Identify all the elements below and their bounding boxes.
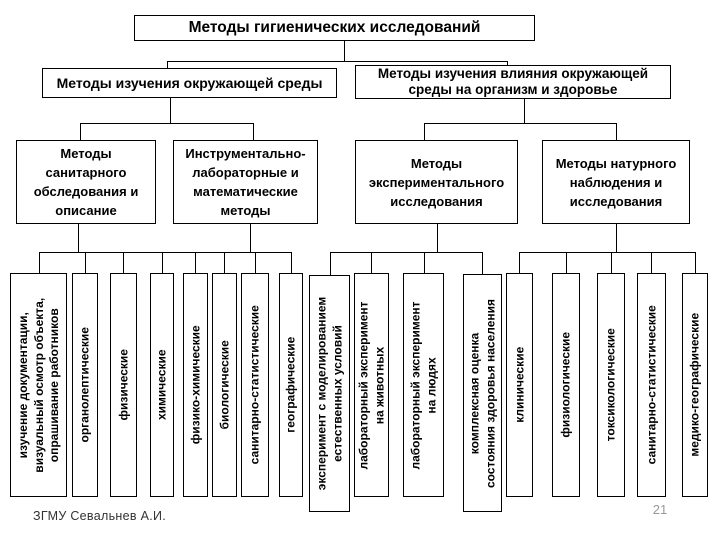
leaf-lab-experiment-animals: лабораторный эксперимент на животных	[354, 273, 389, 497]
connector-line	[330, 252, 331, 275]
node-environment-study-label: Методы изучения окружающей среды	[56, 75, 323, 91]
footer-author: ЗГМУ Севальнев А.И.	[33, 509, 167, 523]
connector-line	[253, 123, 254, 140]
leaf-documentation-review-label: изучение документации, визуальный осмотр…	[15, 297, 61, 473]
leaf-physicochemical: физико-химические	[183, 273, 208, 497]
connector-line	[39, 252, 40, 273]
node-experimental-research-label: Методы экспериментального исследования	[368, 155, 505, 209]
connector-line	[519, 252, 696, 253]
leaf-clinical-label: клинические	[511, 347, 526, 423]
node-environment-study: Методы изучения окружающей среды	[42, 68, 337, 98]
leaf-lab-experiment-humans: лабораторный эксперимент на людях	[403, 273, 444, 497]
leaf-chemical: химические	[150, 273, 174, 497]
connector-line	[330, 252, 483, 253]
leaf-physicochemical-label: физико-химические	[187, 325, 202, 445]
leaf-chemical-label: химические	[154, 349, 169, 421]
leaf-lab-experiment-animals-label: лабораторный эксперимент на животных	[356, 300, 386, 470]
connector-line	[344, 41, 345, 61]
connector-line	[437, 224, 438, 252]
leaf-organoleptic: органолептические	[72, 273, 98, 497]
connector-line	[224, 252, 225, 273]
connector-line	[611, 252, 612, 273]
node-natural-observation-label: Методы натурного наблюдения и исследован…	[555, 155, 677, 209]
connector-line	[195, 252, 196, 273]
connector-line	[80, 123, 81, 140]
leaf-physiological-label: физиологические	[558, 332, 573, 438]
leaf-medico-geographical-label: медико-географические	[687, 313, 702, 457]
connector-line	[170, 98, 171, 123]
leaf-biological-label: биологические	[216, 340, 231, 430]
connector-line	[123, 252, 124, 273]
leaf-population-health-assessment-label: комплексная оценка состояния здоровья на…	[467, 298, 497, 488]
root-node-label: Методы гигиенических исследований	[188, 19, 481, 36]
connector-line	[371, 252, 372, 273]
leaf-toxicological: токсикологические	[597, 273, 625, 497]
leaf-sanitary-statistical-1: санитарно-статистические	[241, 273, 269, 497]
connector-line	[424, 123, 425, 140]
connector-line	[291, 252, 292, 273]
leaf-clinical: клинические	[506, 273, 533, 497]
leaf-documentation-review: изучение документации, визуальный осмотр…	[10, 273, 67, 497]
connector-line	[39, 252, 292, 253]
connector-line	[519, 252, 520, 273]
connector-line	[616, 224, 617, 252]
connector-line	[651, 252, 652, 273]
root-node: Методы гигиенических исследований	[134, 15, 535, 41]
node-instrumental-lab-label: Инструментально- лабораторные и математи…	[185, 146, 306, 218]
connector-line	[78, 224, 79, 252]
connector-line	[167, 61, 508, 62]
connector-line	[162, 252, 163, 273]
page-number: 21	[652, 502, 668, 517]
connector-line	[424, 252, 425, 273]
node-experimental-research: Методы экспериментального исследования	[355, 140, 518, 224]
connector-line	[255, 252, 256, 273]
connector-line	[424, 123, 617, 124]
leaf-sanitary-statistical-1-label: санитарно-статистические	[247, 305, 262, 465]
connector-line	[80, 123, 254, 124]
leaf-sanitary-statistical-2: санитарно-статистические	[637, 273, 666, 497]
leaf-modeling-experiment: эксперимент с моделированием естественны…	[309, 275, 350, 512]
leaf-sanitary-statistical-2-label: санитарно-статистические	[643, 305, 658, 465]
node-sanitary-survey-label: Методы санитарного обследования и описан…	[33, 146, 139, 218]
connector-line	[250, 224, 251, 252]
leaf-physical: физические	[110, 273, 137, 497]
leaf-toxicological-label: токсикологические	[603, 328, 618, 442]
leaf-modeling-experiment-label: эксперимент с моделированием естественны…	[314, 296, 344, 491]
node-sanitary-survey: Методы санитарного обследования и описан…	[16, 140, 156, 224]
connector-line	[167, 61, 168, 68]
node-environment-influence-study-label: Методы изучения влияния окружающей среды…	[377, 66, 649, 97]
leaf-geographical-label: географические	[283, 336, 298, 434]
leaf-physiological: физиологические	[552, 273, 580, 497]
leaf-organoleptic-label: органолептические	[77, 327, 92, 443]
connector-line	[507, 61, 508, 66]
leaf-population-health-assessment: комплексная оценка состояния здоровья на…	[463, 274, 502, 512]
node-natural-observation: Методы натурного наблюдения и исследован…	[542, 140, 690, 224]
leaf-medico-geographical: медико-географические	[682, 273, 708, 497]
node-instrumental-lab: Инструментально- лабораторные и математи…	[173, 140, 318, 224]
leaf-lab-experiment-humans-label: лабораторный эксперимент на людях	[408, 300, 438, 470]
leaf-biological: биологические	[212, 273, 237, 497]
node-environment-influence-study: Методы изучения влияния окружающей среды…	[355, 65, 671, 99]
connector-line	[616, 123, 617, 140]
connector-line	[482, 252, 483, 274]
leaf-physical-label: физические	[115, 349, 130, 421]
connector-line	[695, 252, 696, 273]
connector-line	[524, 99, 525, 123]
leaf-geographical: географические	[279, 273, 303, 497]
connector-line	[566, 252, 567, 273]
connector-line	[85, 252, 86, 273]
